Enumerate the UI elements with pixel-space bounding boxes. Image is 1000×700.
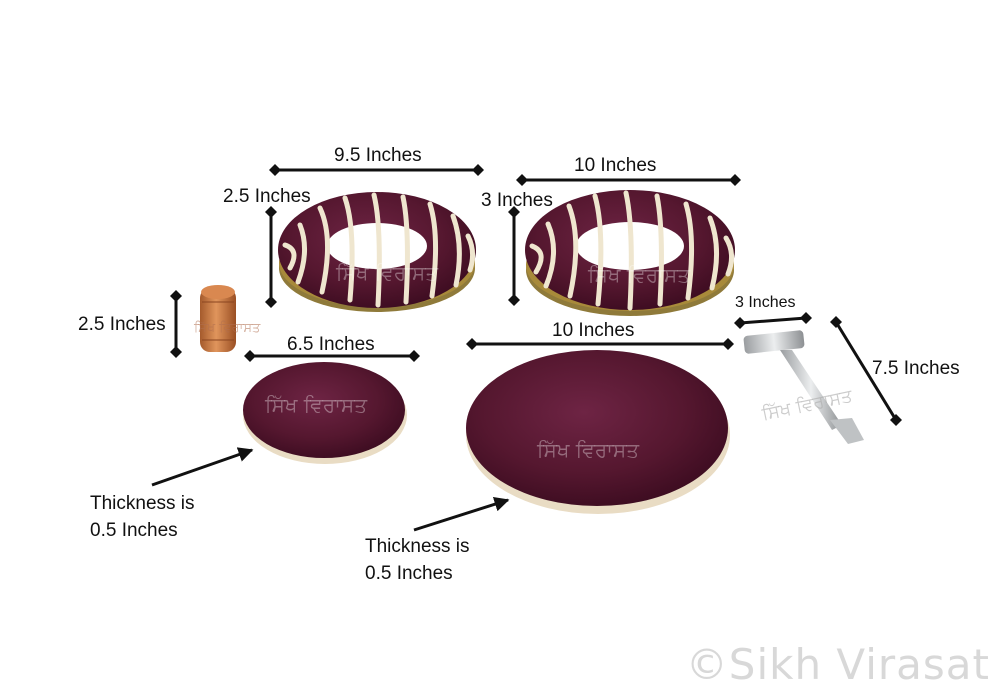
double-arrow-icon	[830, 316, 902, 426]
ring-left: ਸਿੱਖ ਵਿਰਾਸਤ	[278, 192, 476, 312]
disc-large-width-label: 10 Inches	[552, 320, 635, 341]
ring-right: ਸਿੱਖ ਵਿਰਾਸਤ	[525, 190, 735, 316]
arrow-icon	[151, 447, 254, 487]
note-line: 0.5 Inches	[365, 563, 453, 584]
ring-left-width-label: 9.5 Inches	[334, 145, 422, 166]
note-line: Thickness is	[365, 536, 470, 557]
copyright-watermark: ©Sikh Virasat	[685, 640, 990, 689]
steel-tool: ਸਿੱਖ ਵਿਰਾਸਤ	[743, 330, 864, 444]
disc-small: ਸਿੱਖ ਵਿਰਾਸਤ	[243, 362, 407, 464]
tool-head-label: 3 Inches	[735, 294, 796, 311]
watermark-text: ਸਿੱਖ ਵਿਰਾਸਤ	[335, 261, 439, 285]
double-arrow-icon	[734, 312, 812, 329]
disc-small-width-label: 6.5 Inches	[287, 334, 375, 355]
ring-left-height-label: 2.5 Inches	[223, 186, 311, 207]
arrow-icon	[413, 496, 510, 532]
small-disc-thickness-note: Thickness is 0.5 Inches	[90, 490, 195, 544]
large-disc-thickness-note: Thickness is 0.5 Inches	[365, 533, 470, 587]
watermark-text: ਸਿੱਖ ਵਿਰਾਸਤ	[536, 438, 640, 462]
wooden-rod: ਸਿੱਖ ਵਿਰਾਸਤ	[193, 285, 261, 352]
note-line: 0.5 Inches	[90, 520, 178, 541]
watermark-text: ਸਿੱਖ ਵਿਰਾਸਤ	[264, 393, 368, 417]
dimension-lines	[151, 164, 902, 532]
rod-length-label: 2.5 Inches	[78, 314, 166, 335]
ring-right-width-label: 10 Inches	[574, 155, 657, 176]
tool-length-label: 7.5 Inches	[872, 358, 960, 379]
watermark-text: ਸਿੱਖ ਵਿਰਾਸਤ	[193, 321, 261, 336]
watermark-text: ਸਿੱਖ ਵਿਰਾਸਤ	[587, 263, 691, 287]
note-line: Thickness is	[90, 493, 195, 514]
disc-large: ਸਿੱਖ ਵਿਰਾਸਤ	[466, 350, 730, 514]
ring-right-height-label: 3 Inches	[481, 190, 553, 211]
